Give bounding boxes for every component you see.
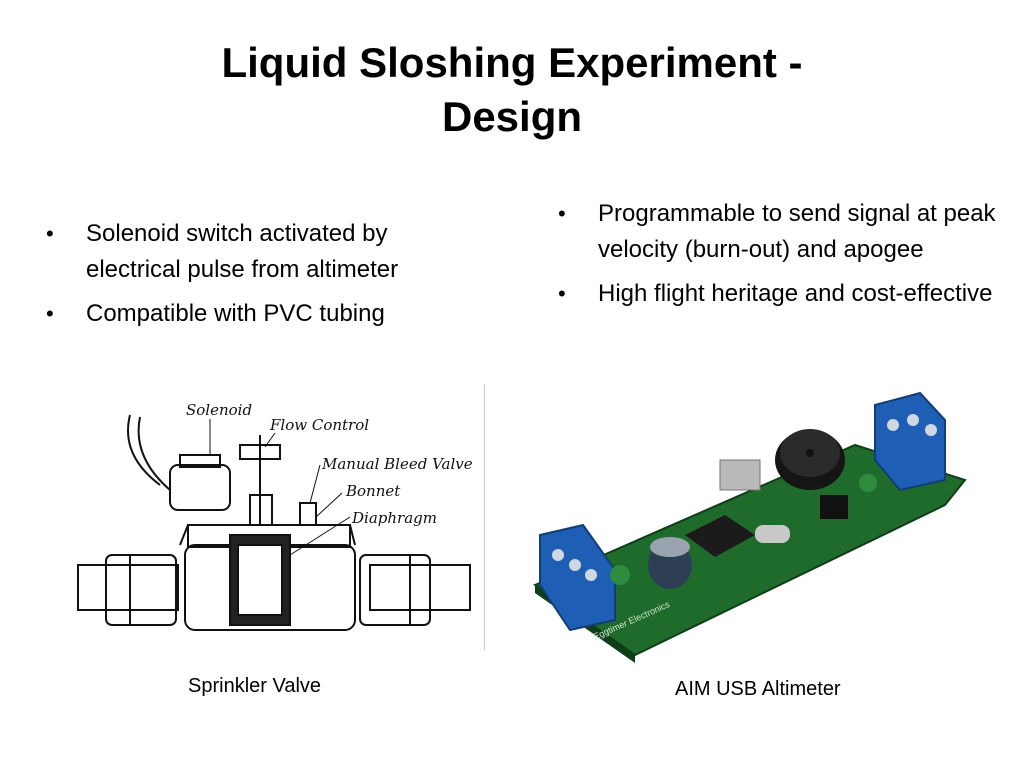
bullet-text: Compatible with PVC tubing [86, 300, 385, 327]
bullet-item: • Solenoid switch activated by electrica… [46, 216, 486, 288]
bullet-icon: • [558, 281, 566, 306]
valve-label-flow-control: Flow Control [269, 416, 369, 434]
bullet-text: Programmable to send signal at peak velo… [598, 200, 996, 263]
caption-sprinkler-valve: Sprinkler Valve [188, 675, 322, 697]
title-line-2: Design [441, 93, 583, 140]
left-bullet-list: • Solenoid switch activated by electrica… [46, 216, 486, 340]
bullet-item: • High flight heritage and cost-effectiv… [558, 276, 998, 312]
valve-label-manual-bleed-valve: Manual Bleed Valve [321, 455, 473, 473]
bullet-text: Solenoid switch activated by electrical … [86, 220, 399, 283]
sprinkler-valve-diagram: Solenoid Flow Control Manual Bleed Valve… [77, 401, 473, 631]
bullet-item: • Programmable to send signal at peak ve… [558, 196, 998, 268]
bullet-item: • Compatible with PVC tubing [46, 296, 486, 332]
slide-title: Liquid Sloshing Experiment - Design [60, 36, 964, 144]
title-line-1: Liquid Sloshing Experiment - [221, 39, 803, 86]
bullet-text: High flight heritage and cost-effective [598, 280, 993, 307]
bullet-icon: • [46, 221, 54, 246]
valve-label-solenoid: Solenoid [186, 401, 252, 419]
bullet-icon: • [46, 301, 54, 326]
image-divider [484, 384, 485, 650]
caption-aim-usb-altimeter: AIM USB Altimeter [675, 678, 841, 700]
altimeter-board-image: Eggtimer Electronics [532, 391, 967, 663]
valve-label-bonnet: Bonnet [345, 482, 401, 500]
valve-label-diaphragm: Diaphragm [351, 509, 437, 527]
bullet-icon: • [558, 201, 566, 226]
right-bullet-list: • Programmable to send signal at peak ve… [558, 196, 998, 320]
